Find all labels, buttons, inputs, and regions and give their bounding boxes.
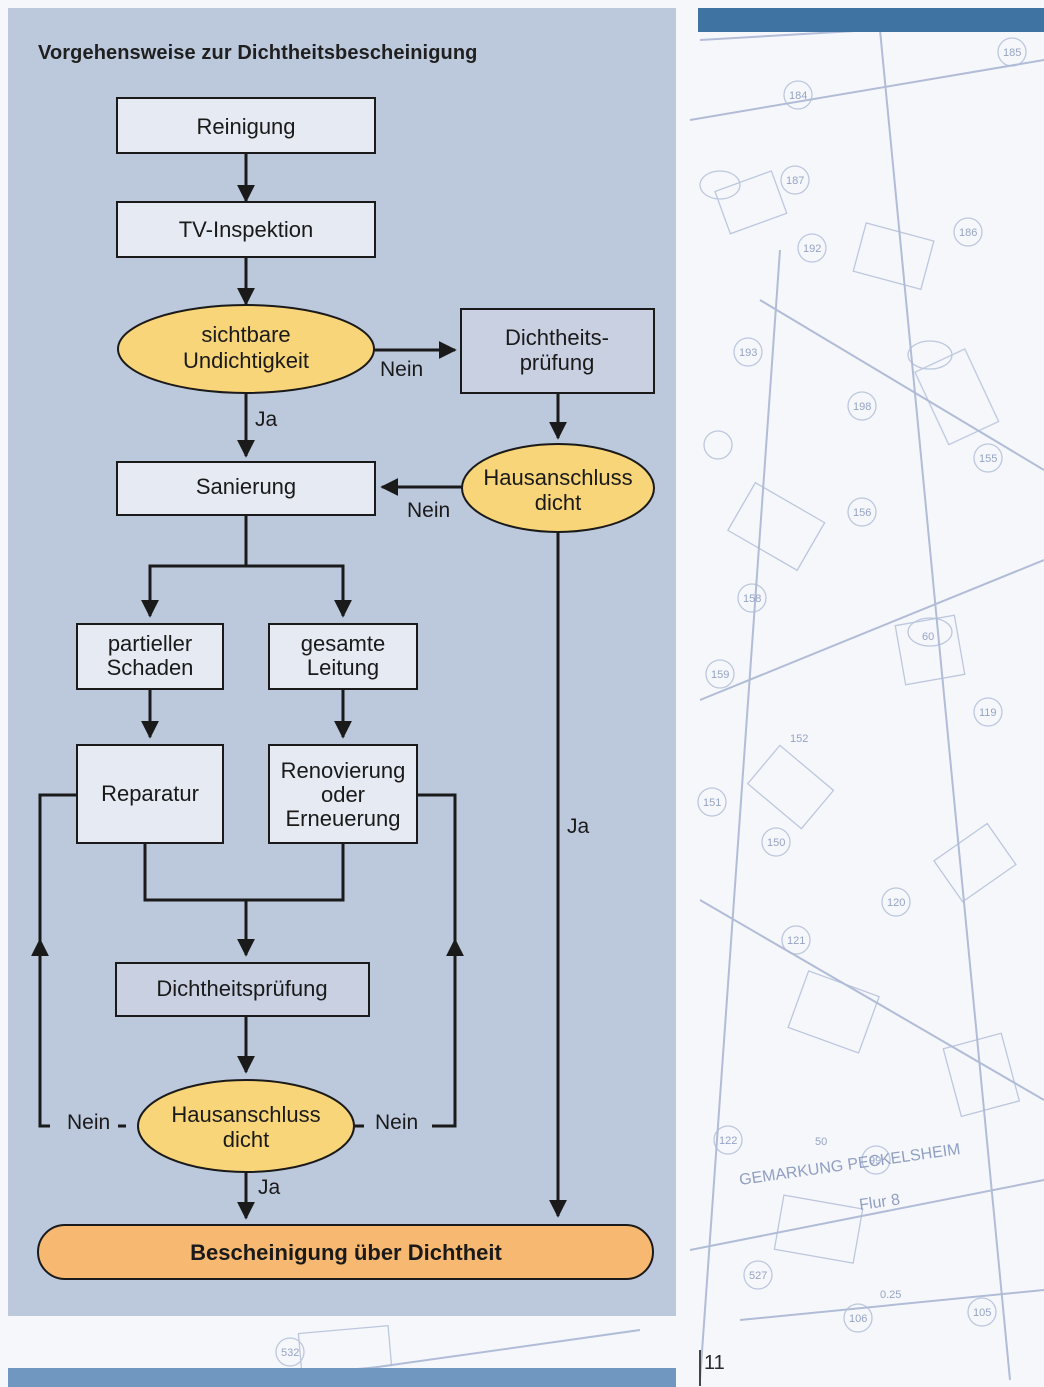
node-hausanschluss-dicht-1-line1: Hausanschluss — [483, 465, 632, 490]
accent-bar-top — [698, 8, 1044, 32]
map-label: 151 — [703, 797, 721, 809]
node-tv-inspektion — [116, 201, 376, 258]
edge-nein-left-loop — [38, 793, 126, 1128]
node-partieller-schaden-line1: partieller — [108, 631, 192, 656]
edge-merge — [143, 843, 345, 902]
page-number: 11 — [704, 1352, 725, 1374]
map-label: Flur 8 — [858, 1191, 901, 1214]
node-dichtheitspruefung-2-label: Dichtheitsprüfung — [156, 976, 327, 1001]
edge-sanierung-split — [141, 515, 248, 618]
map-label: 120 — [887, 897, 905, 909]
page-number-divider — [699, 1350, 701, 1386]
node-tv-inspektion-label: TV-Inspektion — [179, 217, 314, 242]
map-label: 105 — [973, 1307, 991, 1319]
node-dichtheitspruefung-1 — [460, 308, 655, 394]
map-label: 152 — [790, 733, 808, 745]
map-label: 106 — [849, 1313, 867, 1325]
label-undicht-ja: Ja — [255, 408, 278, 431]
map-label: 119 — [979, 707, 997, 719]
node-partieller-schaden-line2: Schaden — [107, 655, 194, 680]
map-label: 159 — [711, 669, 729, 681]
label-hausanschluss2-nein-right: Nein — [375, 1111, 418, 1134]
map-label: 150 — [767, 837, 785, 849]
map-label: 50 — [815, 1136, 827, 1148]
node-renovierung-line2: oder — [321, 782, 365, 807]
node-sanierung — [116, 461, 376, 516]
map-label: 122 — [719, 1135, 737, 1147]
map-label: 0.25 — [880, 1289, 901, 1301]
map-label: 187 — [786, 175, 804, 187]
map-label: 527 — [749, 1270, 767, 1282]
map-label: 156 — [853, 507, 871, 519]
label-hausanschluss1-nein: Nein — [407, 499, 450, 522]
node-hausanschluss-dicht-2-line2: dicht — [223, 1127, 269, 1152]
node-renovierung-line1: Renovierung — [281, 758, 406, 783]
node-sichtbare-undichtigkeit-line1: sichtbare — [201, 322, 290, 347]
node-gesamte-leitung-line2: Leitung — [307, 655, 379, 680]
map-label: 192 — [803, 243, 821, 255]
accent-bar-bottom — [8, 1368, 676, 1387]
map-label: 184 — [789, 90, 807, 102]
label-hausanschluss2-nein-left: Nein — [67, 1111, 110, 1134]
node-sanierung-label: Sanierung — [196, 474, 296, 499]
label-hausanschluss1-ja: Ja — [567, 815, 590, 838]
map-label: 198 — [853, 401, 871, 413]
node-sichtbare-undichtigkeit — [117, 304, 375, 394]
node-dichtheitspruefung-1-line1: Dichtheits- — [505, 325, 609, 350]
label-undicht-nein: Nein — [380, 358, 423, 381]
map-label: 186 — [959, 227, 977, 239]
node-reparatur — [76, 744, 224, 844]
edge-sanierung-split-right — [246, 564, 352, 618]
node-reinigung-label: Reinigung — [196, 114, 295, 139]
map-label: 60 — [922, 631, 934, 643]
map-label: 193 — [739, 347, 757, 359]
label-hausanschluss2-ja: Ja — [258, 1176, 281, 1199]
node-bescheinigung — [37, 1224, 654, 1280]
map-label: 185 — [1003, 47, 1021, 59]
node-hausanschluss-dicht-2 — [137, 1079, 355, 1173]
map-label: 532 — [281, 1347, 299, 1359]
map-label: 158 — [743, 593, 761, 605]
map-label: 121 — [787, 935, 805, 947]
node-hausanschluss-dicht-1 — [461, 443, 655, 533]
map-label: 99 — [869, 1155, 881, 1167]
node-gesamte-leitung-line1: gesamte — [301, 631, 385, 656]
diagram-title: Vorgehensweise zur Dichtheitsbescheinigu… — [38, 42, 478, 64]
node-sichtbare-undichtigkeit-line2: Undichtigkeit — [183, 348, 309, 373]
edge-nein-right-loop — [355, 793, 457, 1128]
node-reparatur-label: Reparatur — [101, 781, 199, 806]
node-renovierung — [268, 744, 418, 844]
node-dichtheitspruefung-1-line2: prüfung — [520, 350, 595, 375]
node-reinigung — [116, 97, 376, 154]
node-hausanschluss-dicht-1-line2: dicht — [535, 490, 581, 515]
node-bescheinigung-label: Bescheinigung über Dichtheit — [190, 1240, 502, 1265]
node-partieller-schaden — [76, 623, 224, 690]
node-gesamte-leitung — [268, 623, 418, 690]
map-label: 155 — [979, 453, 997, 465]
node-renovierung-line3: Erneuerung — [286, 806, 401, 831]
node-hausanschluss-dicht-2-line1: Hausanschluss — [171, 1102, 320, 1127]
node-dichtheitspruefung-2 — [115, 962, 370, 1017]
